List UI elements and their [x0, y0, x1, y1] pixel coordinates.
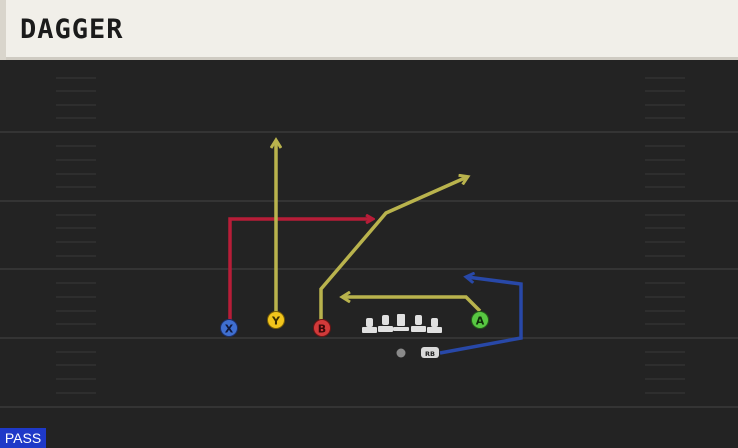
player-a-label: A: [476, 315, 485, 328]
play-field: RB X Y B A: [0, 60, 738, 448]
play-title: DAGGER: [20, 14, 124, 45]
player-x-label: X: [225, 323, 234, 336]
rb-marker: [421, 347, 439, 358]
player-x[interactable]: X: [220, 319, 238, 337]
player-b-label: B: [318, 323, 326, 336]
route-x-dig: [228, 219, 372, 320]
quarterback-marker: [396, 348, 406, 358]
player-y[interactable]: Y: [267, 311, 285, 329]
player-b-circle: [313, 319, 331, 337]
player-a[interactable]: A: [471, 311, 489, 329]
player-a-circle: [471, 311, 489, 329]
play-type-badge: PASS: [0, 428, 46, 448]
route-a-drag: [343, 297, 482, 313]
player-y-label: Y: [271, 315, 281, 328]
route-b-post: [319, 177, 467, 320]
lineman-icon: [362, 318, 377, 333]
yard-lines: [0, 131, 738, 408]
player-rb[interactable]: RB: [421, 347, 439, 358]
player-y-circle: [267, 311, 285, 329]
player-x-circle: [220, 319, 238, 337]
field-surface: [0, 60, 738, 448]
hash-marks-left: [56, 77, 96, 394]
rb-label: RB: [425, 350, 435, 358]
route-rb-angle: [439, 277, 523, 355]
offensive-line: [362, 314, 442, 333]
center-icon: [393, 314, 409, 331]
hash-marks-right: [645, 77, 685, 394]
lineman-icon: [411, 315, 426, 332]
lineman-icon: [378, 315, 393, 332]
header-accent: [0, 0, 6, 60]
play-header: DAGGER: [0, 0, 738, 60]
player-b[interactable]: B: [313, 319, 331, 337]
lineman-icon: [427, 318, 442, 333]
